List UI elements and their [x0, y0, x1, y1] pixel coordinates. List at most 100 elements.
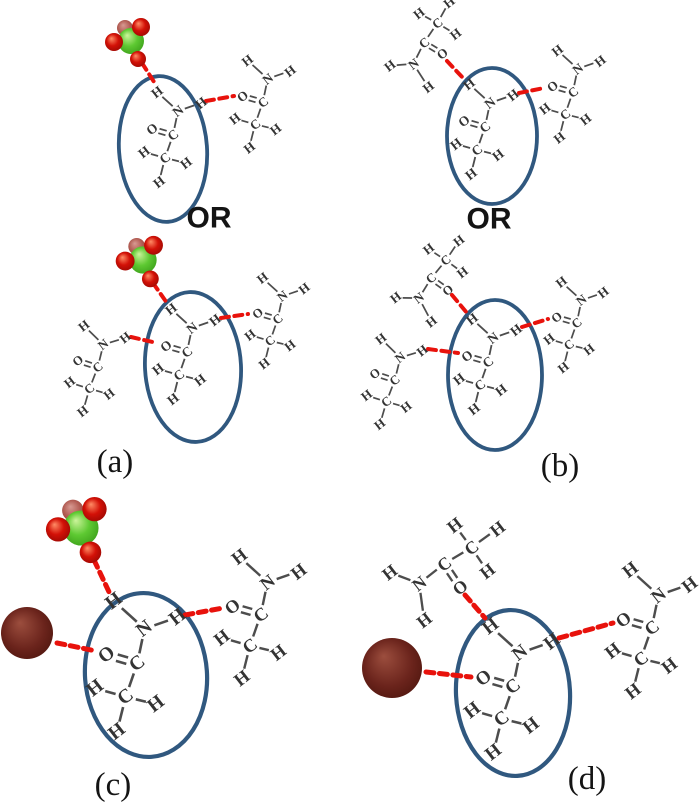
highlight-ellipse — [446, 298, 544, 452]
double-bond-line — [474, 354, 482, 359]
atom-label-H: H — [75, 403, 91, 420]
bond-line — [621, 652, 632, 658]
atom-label-H: H — [164, 390, 182, 409]
double-bond-line — [434, 283, 442, 289]
bond-line — [416, 69, 426, 82]
atom-label-C: C — [262, 333, 278, 350]
atom-label-C: C — [125, 651, 149, 676]
double-bond-line — [263, 316, 271, 321]
bond-line — [159, 164, 165, 176]
atom-label-C: C — [490, 706, 514, 731]
bond-line — [372, 396, 381, 401]
atom-label-H: H — [358, 387, 374, 404]
bond-line — [251, 64, 264, 75]
bond-line — [241, 119, 249, 124]
highlight-ellipse — [82, 590, 210, 760]
bond-line — [184, 104, 195, 110]
bond-line — [256, 336, 264, 340]
bond-line — [120, 607, 138, 623]
atom-label-C: C — [640, 616, 663, 640]
bond-line — [488, 344, 493, 356]
atom-label-H: H — [101, 386, 117, 403]
bond-line — [439, 7, 447, 18]
bond-line — [267, 282, 279, 293]
panel-label-a: (a) — [97, 444, 134, 480]
bond-line — [474, 391, 480, 403]
bond-line — [245, 562, 262, 577]
bond-line — [529, 643, 544, 651]
bond-line — [171, 158, 180, 163]
bond-line — [667, 586, 681, 594]
atom-label-H: H — [296, 280, 312, 297]
hydrogen-bond-dash — [450, 293, 469, 315]
atom-label-H: H — [230, 666, 253, 690]
atom-label-H: H — [177, 154, 195, 173]
bond-line — [261, 591, 267, 606]
double-bond-line — [445, 572, 454, 582]
atom-label-C: C — [557, 105, 574, 123]
bond-line — [451, 551, 464, 561]
atom-label-C: C — [114, 684, 138, 709]
bond-line — [421, 283, 429, 293]
bond-line — [180, 358, 186, 369]
atom-label-C: C — [561, 337, 577, 354]
hydrogen-bond-dash — [182, 605, 226, 618]
atom-label-O: O — [458, 347, 476, 365]
bond-line — [109, 338, 120, 344]
atom-label-C: C — [270, 311, 286, 328]
atom-label-C: C — [460, 536, 482, 560]
atom-label-H: H — [541, 331, 557, 348]
atom-label-O: O — [221, 594, 244, 618]
bond-line — [138, 638, 144, 654]
double-bond-line — [84, 360, 93, 364]
atom-label-C: C — [165, 126, 182, 144]
atom-label-O: O — [544, 77, 561, 95]
atom-label-H: H — [507, 321, 525, 340]
atom-label-H: H — [489, 146, 507, 165]
bond-line — [150, 153, 159, 157]
atom-label-H: H — [149, 360, 167, 379]
double-bond-line — [242, 605, 253, 611]
atom-label-H: H — [440, 0, 457, 11]
hydrogen-bond-dash — [462, 592, 488, 621]
double-bond-line — [83, 364, 91, 369]
atom-label-C: C — [157, 149, 174, 167]
panel-a: NHHCOCHHHNHHCOCHHHNHHCOCHHHNHHCOCHHHNHHC… — [61, 18, 313, 480]
hydrogen-bond-dash — [556, 620, 616, 641]
atom-label-O: O — [455, 112, 473, 130]
perchlorate-anion — [45, 496, 107, 564]
atom-label-H: H — [551, 129, 568, 147]
bond-line — [173, 117, 178, 129]
atom-label-C: C — [171, 366, 188, 384]
atom-label-H: H — [486, 516, 509, 540]
atom-label-C: C — [429, 14, 446, 32]
oxygen-sphere — [132, 18, 150, 36]
atom-label-N: N — [408, 572, 431, 596]
atom-label-H: H — [413, 608, 436, 632]
bond-line — [503, 695, 511, 710]
bond-line — [483, 150, 492, 155]
atom-label-H: H — [462, 165, 480, 184]
bond-line — [555, 340, 563, 344]
atom-label-C: C — [239, 634, 262, 658]
bond-line — [83, 395, 89, 406]
double-bond-line — [117, 653, 129, 659]
bond-line — [566, 98, 572, 109]
bond-line — [575, 345, 583, 349]
atom-label-N: N — [405, 55, 422, 73]
atom-label-H: H — [601, 638, 624, 662]
bond-line — [496, 96, 507, 102]
atom-label-H: H — [450, 370, 468, 389]
bond-line — [424, 15, 432, 21]
atom-label-H: H — [476, 559, 499, 583]
atom-label-H: H — [191, 371, 209, 390]
double-bond-line — [631, 624, 642, 630]
atom-label-H: H — [420, 240, 436, 257]
highlight-ellipse — [116, 74, 210, 224]
